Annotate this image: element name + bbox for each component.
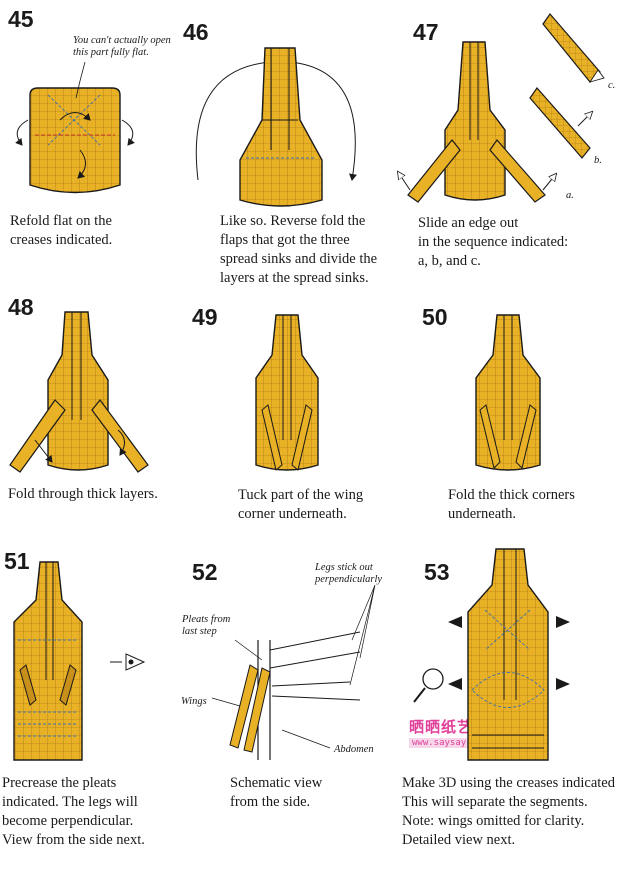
step-53-diagram	[413, 548, 570, 761]
step-number-53: 53	[424, 559, 450, 585]
step-number-50: 50	[422, 304, 448, 330]
label-abdomen: Abdomen	[334, 744, 374, 755]
label-legs: Legs stick out perpendicularly	[315, 562, 382, 586]
step-45-note: You can't actually open this part fully …	[73, 35, 171, 59]
label-b: b.	[594, 155, 602, 166]
step-52-caption: Schematic view from the side.	[230, 774, 322, 812]
caption-line: Precrease the pleats	[2, 775, 117, 791]
caption-line: flaps that got the three	[220, 232, 350, 248]
step-46-diagram	[195, 47, 357, 207]
step-number-45: 45	[8, 6, 34, 32]
caption-line: Like so. Reverse fold the	[220, 213, 366, 229]
caption-line: in the sequence indicated:	[418, 234, 569, 250]
caption-line: Fold the thick corners	[448, 487, 575, 503]
step-51-diagram	[13, 561, 146, 761]
caption-line: spread sinks and divide the	[220, 251, 378, 267]
step-45-diagram	[15, 61, 135, 194]
step-47-caption: Slide an edge out in the sequence indica…	[418, 214, 568, 271]
label-line: Legs stick out	[315, 562, 373, 573]
caption-line: Fold through thick layers.	[8, 486, 158, 502]
caption-line: a, b, and c.	[418, 253, 481, 269]
label-line: last step	[182, 626, 217, 637]
step-48-diagram	[9, 311, 149, 473]
caption-line: Note: wings omitted for clarity.	[402, 813, 585, 829]
step-45-caption: Refold flat on the creases indicated.	[10, 212, 112, 250]
note-line: this part fully flat.	[73, 47, 149, 58]
caption-line: Schematic view	[230, 775, 323, 791]
caption-line: corner underneath.	[238, 506, 347, 522]
caption-line: layers at the spread sinks.	[220, 270, 369, 286]
step-47-diagram	[398, 13, 605, 203]
caption-line: underneath.	[448, 506, 517, 522]
step-48-caption: Fold through thick layers.	[8, 485, 158, 504]
label-pleats: Pleats from last step	[182, 614, 230, 638]
step-number-47: 47	[413, 19, 439, 45]
label-a: a.	[566, 190, 574, 201]
label-c: c.	[608, 80, 616, 91]
caption-line: Detailed view next.	[402, 832, 516, 848]
caption-line: from the side.	[230, 794, 311, 810]
step-49-caption: Tuck part of the wing corner underneath.	[238, 486, 363, 524]
caption-line: creases indicated.	[10, 232, 113, 248]
step-number-49: 49	[192, 304, 218, 330]
caption-line: indicated. The legs will	[2, 794, 138, 810]
step-number-51: 51	[4, 548, 30, 574]
step-52-diagram	[211, 584, 376, 760]
step-number-48: 48	[8, 294, 34, 320]
step-number-52: 52	[192, 559, 218, 585]
step-51-caption: Precrease the pleats indicated. The legs…	[2, 774, 145, 850]
caption-line: Make 3D using the creases indicated	[402, 775, 615, 791]
label-line: Pleats from	[182, 614, 231, 625]
caption-line: become perpendicular.	[2, 813, 134, 829]
caption-line: View from the side next.	[2, 832, 145, 848]
label-wings: Wings	[181, 696, 207, 707]
caption-line: Refold flat on the	[10, 213, 112, 229]
step-50-caption: Fold the thick corners underneath.	[448, 486, 575, 524]
step-50-diagram	[475, 314, 541, 471]
caption-line: Slide an edge out	[418, 215, 519, 231]
caption-line: This will separate the segments.	[402, 794, 588, 810]
watermark-url: www.saysay.net	[409, 738, 491, 748]
step-number-46: 46	[183, 19, 209, 45]
step-46-caption: Like so. Reverse fold the flaps that got…	[220, 212, 377, 288]
step-49-diagram	[255, 314, 319, 471]
label-line: perpendicularly	[315, 574, 383, 585]
note-line: You can't actually open	[73, 35, 171, 46]
step-53-caption: Make 3D using the creases indicated This…	[402, 774, 615, 850]
caption-line: Tuck part of the wing	[238, 487, 364, 503]
